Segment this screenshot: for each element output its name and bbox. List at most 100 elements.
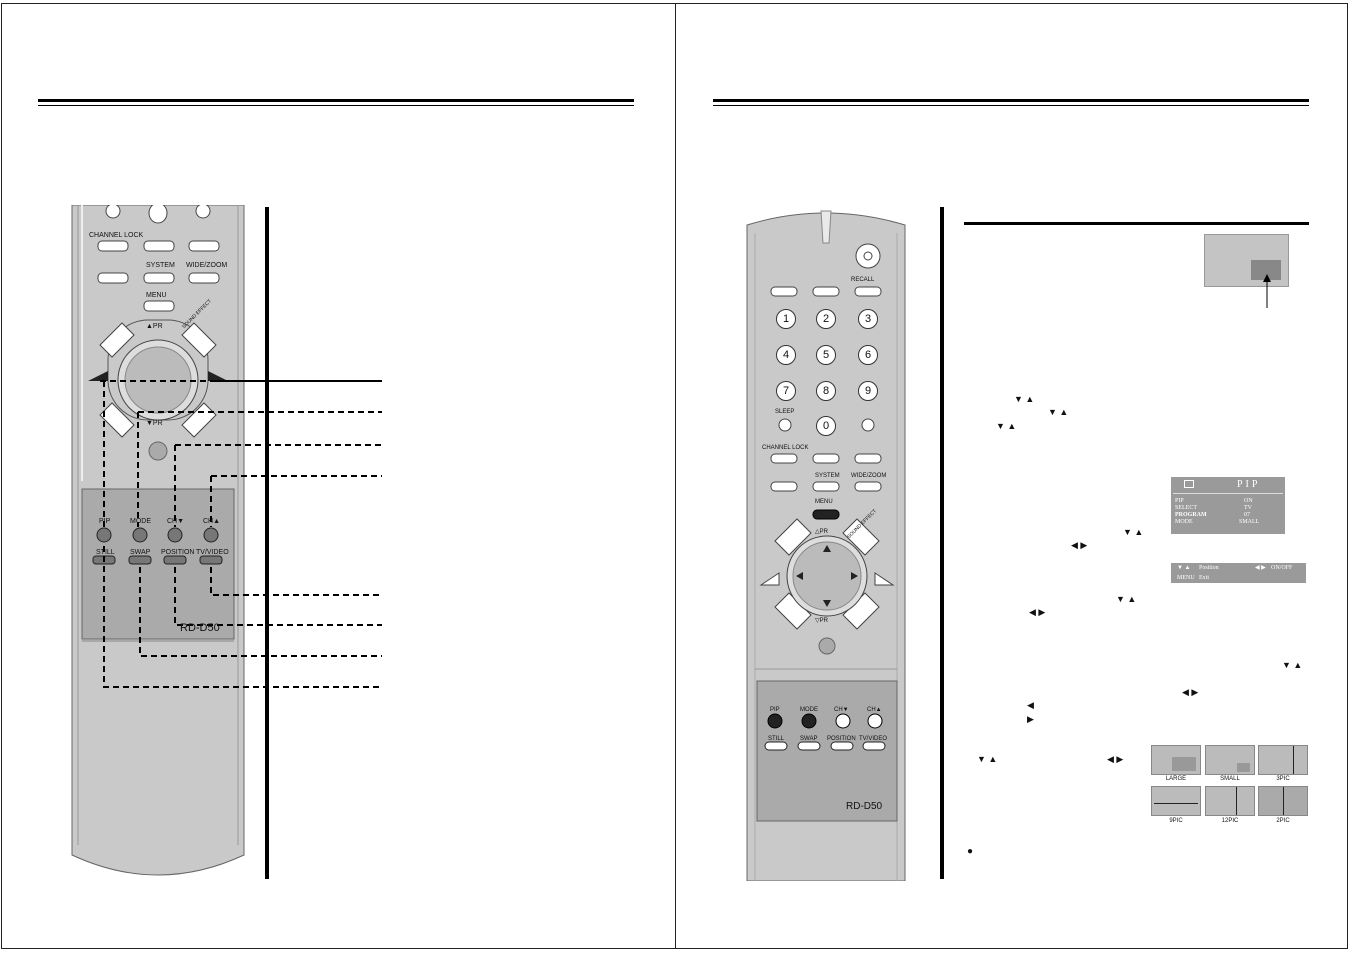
left-pr-up-label: ▲PR: [146, 323, 163, 330]
right-channel-lock-label: CHANNEL LOCK: [762, 445, 809, 451]
updown-arrow-icon: ▼ ▲: [1123, 527, 1144, 537]
pip-menu-divider: [1173, 493, 1283, 494]
pointer-arrow: [1263, 274, 1271, 308]
updown-arrow-icon: ▼ ▲: [977, 754, 998, 764]
section-rule: [964, 222, 1309, 225]
pip-mode-12pic-thumb: [1205, 786, 1255, 816]
updown-arrow-icon: ▼ ▲: [1014, 394, 1035, 404]
left-swap-label: SWAP: [130, 549, 151, 556]
help-exit-label: Exit: [1199, 575, 1209, 581]
large-inset: [1172, 757, 1196, 771]
left-vertical-rule: [265, 207, 269, 879]
right-model-label: RD-D50: [846, 801, 883, 812]
pip-screen-preview: [1204, 234, 1289, 287]
right-position-label: POSITION: [827, 736, 856, 742]
right-header-rule: [713, 99, 1309, 106]
help-menu-label: MENU: [1177, 575, 1195, 581]
number-button-0[interactable]: 0: [816, 416, 836, 436]
updown-arrow-icon: ▼ ▲: [1048, 407, 1069, 417]
right-pr-down-label: ▽PR: [815, 618, 828, 624]
right-remote-illustration: [746, 210, 906, 881]
pip-mode-caption: 9PIC: [1169, 818, 1183, 824]
right-menu-label: MENU: [815, 499, 833, 505]
pip-menu-icon: [1184, 480, 1194, 488]
right-arrow-icon: ▶: [1027, 714, 1034, 724]
leftright-arrow-icon: ◀ ▶: [1182, 687, 1199, 697]
number-button-3[interactable]: 3: [858, 309, 878, 329]
left-arrow-icon: ◀: [1027, 700, 1034, 710]
9pic-split: [1154, 803, 1198, 804]
pip-menu-title: PIP: [1237, 479, 1261, 490]
pip-mode-small-thumb: [1205, 745, 1255, 775]
pip-osd-menu: PIP PIP ON SELECT TV PROGRAM 07 MODE SMA…: [1171, 477, 1285, 534]
updown-arrow-icon: ▼ ▲: [1282, 660, 1303, 670]
left-ch-down-label: CH▼: [167, 518, 185, 525]
updown-arrow-icon: ▼ ▲: [1116, 594, 1137, 604]
pip-mode-caption: 2PIC: [1276, 818, 1290, 824]
leftright-arrow-icon: ◀ ▶: [1029, 607, 1046, 617]
right-vertical-rule: [940, 207, 944, 879]
right-ch-up-label: CH▲: [867, 707, 882, 713]
number-button-6[interactable]: 6: [858, 345, 878, 365]
right-wide-zoom-label: WIDE/ZOOM: [851, 473, 887, 479]
right-sleep-label: SLEEP: [775, 409, 795, 415]
updown-arrow-icon: ▼ ▲: [996, 421, 1017, 431]
pip-menu-row-key: MODE: [1175, 519, 1193, 525]
left-model-label: RD-D50: [180, 622, 220, 634]
note-bullet: ●: [967, 846, 974, 857]
pip-mode-9pic-thumb: [1151, 786, 1201, 816]
left-wide-zoom-label: WIDE/ZOOM: [186, 262, 228, 269]
page-frame: [1, 3, 1348, 949]
pip-mode-large-thumb: [1151, 745, 1201, 775]
right-pip-label: PIP: [770, 707, 780, 713]
left-pr-down-label: ▼PR: [146, 420, 163, 427]
pip-menu-row-value: ON: [1244, 498, 1253, 504]
pip-mode-caption: SMALL: [1220, 776, 1240, 782]
left-remote-illustration: [71, 205, 382, 876]
help-position-label: Position: [1199, 565, 1219, 571]
small-inset: [1237, 763, 1250, 772]
12pic-split: [1236, 787, 1237, 815]
number-button-4[interactable]: 4: [776, 345, 796, 365]
number-button-5[interactable]: 5: [816, 345, 836, 365]
pip-mode-2pic-thumb: [1258, 786, 1308, 816]
number-button-1[interactable]: 1: [776, 309, 796, 329]
right-mode-label: MODE: [800, 707, 818, 713]
pip-menu-row-key: PROGRAM: [1175, 512, 1207, 518]
help-updown-icon: ▼ ▲: [1177, 565, 1191, 571]
left-pip-label: PIP: [99, 518, 111, 525]
pip-mode-caption: 3PIC: [1276, 776, 1290, 782]
number-button-7[interactable]: 7: [776, 381, 796, 401]
right-still-label: STILL: [768, 736, 785, 742]
pip-mode-3pic-thumb: [1258, 745, 1308, 775]
pip-osd-help: ▼ ▲ Position ◀ ▶ ON/OFF MENU Exit: [1171, 563, 1306, 583]
right-recall-label: RECALL: [851, 277, 875, 283]
3pic-split: [1293, 746, 1294, 774]
help-leftright-icon: ◀ ▶: [1255, 565, 1266, 571]
help-onoff-label: ON/OFF: [1271, 565, 1293, 571]
left-channel-lock-label: CHANNEL LOCK: [89, 232, 144, 239]
right-tv-video-label: TV/VIDEO: [859, 736, 888, 742]
pip-menu-row-value: SMALL: [1239, 519, 1260, 525]
left-system-label: SYSTEM: [146, 262, 175, 269]
pip-mode-caption: LARGE: [1165, 776, 1187, 782]
leftright-arrow-icon: ◀ ▶: [1071, 540, 1088, 550]
right-system-label: SYSTEM: [815, 473, 840, 479]
number-button-2[interactable]: 2: [816, 309, 836, 329]
right-ch-down-label: CH▼: [834, 707, 849, 713]
left-tv-video-label: TV/VIDEO: [196, 549, 229, 556]
number-button-9[interactable]: 9: [858, 381, 878, 401]
page-divider: [675, 3, 676, 949]
pip-menu-row-key: SELECT: [1175, 505, 1197, 511]
number-button-8[interactable]: 8: [816, 381, 836, 401]
pip-menu-row-value: TV: [1244, 505, 1252, 511]
left-position-label: POSITION: [161, 549, 195, 556]
pip-menu-row-value: 07: [1244, 512, 1250, 518]
left-mode-label: MODE: [130, 518, 151, 525]
left-ch-up-label: CH▲: [203, 518, 221, 525]
pip-menu-row-key: PIP: [1175, 498, 1184, 504]
left-still-label: STILL: [96, 549, 115, 556]
left-menu-label: MENU: [146, 292, 167, 299]
pip-inset: [1251, 260, 1281, 280]
2pic-split: [1283, 787, 1284, 815]
